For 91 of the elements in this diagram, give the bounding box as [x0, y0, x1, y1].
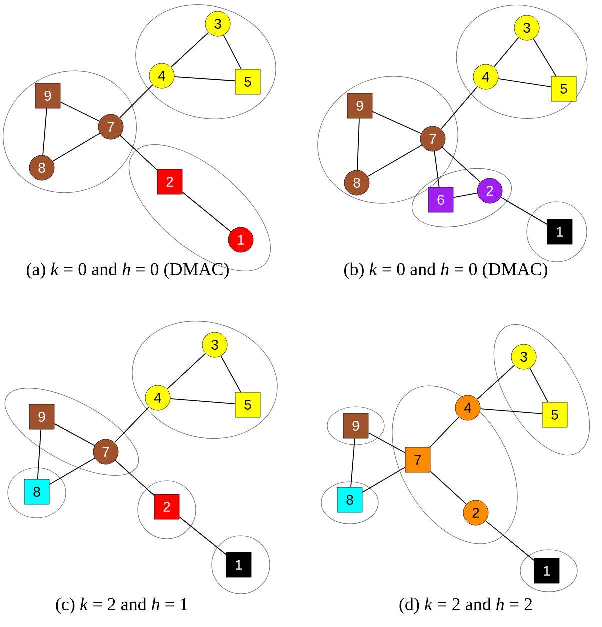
edge-line — [223, 34, 242, 70]
cluster-outline — [392, 386, 518, 544]
cluster-outline — [321, 482, 379, 524]
edge-line — [430, 416, 460, 448]
cluster-outline — [212, 536, 270, 594]
vertex-node: 5 — [235, 69, 261, 95]
subfigure-caption: (c) k = 2 and h = 1 — [56, 598, 188, 614]
edge-line — [485, 520, 535, 562]
edge-line — [49, 458, 96, 486]
edge-line — [476, 365, 516, 400]
edge-line — [350, 438, 356, 488]
vertex-node: 3 — [514, 15, 540, 41]
vertex-node: 7 — [93, 439, 119, 465]
edge-line — [368, 144, 422, 178]
edge-line — [114, 460, 155, 496]
vertex-node: 1 — [226, 552, 252, 578]
vertex-node: 9 — [35, 83, 61, 109]
edge-line — [174, 76, 236, 82]
vertex-node: 9 — [347, 93, 373, 119]
edge-line — [442, 147, 482, 183]
edge-line — [52, 133, 101, 162]
vertex-node: 3 — [511, 344, 537, 370]
edge-line — [357, 118, 360, 171]
cluster-outline — [456, 5, 588, 119]
vertex-node: 7 — [420, 126, 446, 152]
edge-line — [179, 516, 227, 556]
vertex-node: 2 — [477, 178, 503, 204]
edge-line — [182, 192, 232, 232]
cluster-outline — [494, 324, 590, 456]
vertex-node: 9 — [343, 413, 369, 439]
vertex-node: 4 — [149, 63, 175, 89]
edge-line — [170, 398, 236, 404]
edge-line — [114, 406, 150, 444]
edge-line — [37, 429, 42, 480]
edge-line — [60, 102, 100, 122]
edge-line — [494, 37, 520, 68]
vertex-node: 7 — [405, 447, 431, 473]
vertex-node: 2 — [157, 169, 183, 195]
subfigure-caption: (d) k = 2 and h = 2 — [400, 598, 532, 614]
edge-line — [42, 108, 48, 156]
edge-line — [368, 432, 406, 454]
cluster-outline — [132, 321, 278, 439]
cluster-outline — [327, 406, 385, 446]
vertex-node: 8 — [29, 155, 55, 181]
edge-line — [480, 408, 543, 414]
vertex-node: 9 — [29, 404, 55, 430]
vertex-node: 3 — [202, 332, 228, 358]
vertex-node: 8 — [344, 170, 370, 196]
cluster-outline — [8, 468, 66, 518]
edge-line — [220, 356, 242, 393]
edge-line — [500, 196, 548, 226]
edge-line — [362, 467, 406, 493]
edge-line — [530, 368, 549, 403]
cluster-outline — [318, 76, 458, 204]
edge-line — [434, 151, 440, 188]
cluster-outline — [3, 70, 137, 194]
vertex-node: 2 — [463, 500, 489, 526]
vertex-node: 8 — [337, 487, 363, 513]
subfigure-caption: (a) k = 0 and h = 0 (DMAC) — [27, 262, 229, 280]
edge-line — [166, 353, 206, 390]
cluster-outline — [412, 168, 512, 228]
vertex-node: 4 — [473, 64, 499, 90]
vertex-node: 1 — [534, 558, 560, 584]
edge-line — [120, 84, 154, 118]
subfigure-caption: (b) k = 0 and h = 0 (DMAC) — [344, 262, 548, 280]
edge-line — [430, 471, 468, 505]
vertex-node: 1 — [228, 227, 254, 253]
edge-line — [120, 135, 158, 171]
vertex-node: 7 — [98, 114, 124, 140]
vertex-node: 4 — [455, 395, 481, 421]
edge-line — [453, 192, 478, 198]
vertex-node: 1 — [547, 219, 573, 245]
vertex-node: 8 — [24, 479, 50, 505]
vertex-node: 2 — [154, 494, 180, 520]
cluster-outline — [4, 388, 140, 476]
vertex-node: 3 — [205, 11, 231, 37]
edge-line — [440, 86, 478, 130]
vertex-node: 5 — [542, 402, 568, 428]
cluster-outline — [520, 550, 578, 592]
edge-line — [498, 78, 552, 88]
vertex-node: 5 — [235, 392, 261, 418]
cluster-outline — [526, 202, 588, 262]
edge-line — [54, 424, 96, 446]
vertex-node: 6 — [428, 187, 454, 213]
cluster-outline — [136, 4, 276, 120]
vertex-node: 4 — [145, 385, 171, 411]
cluster-outline — [138, 480, 196, 540]
vertex-node: 5 — [551, 76, 577, 102]
edge-line — [533, 38, 557, 77]
edge-line — [170, 32, 210, 68]
edge-line — [372, 111, 422, 134]
